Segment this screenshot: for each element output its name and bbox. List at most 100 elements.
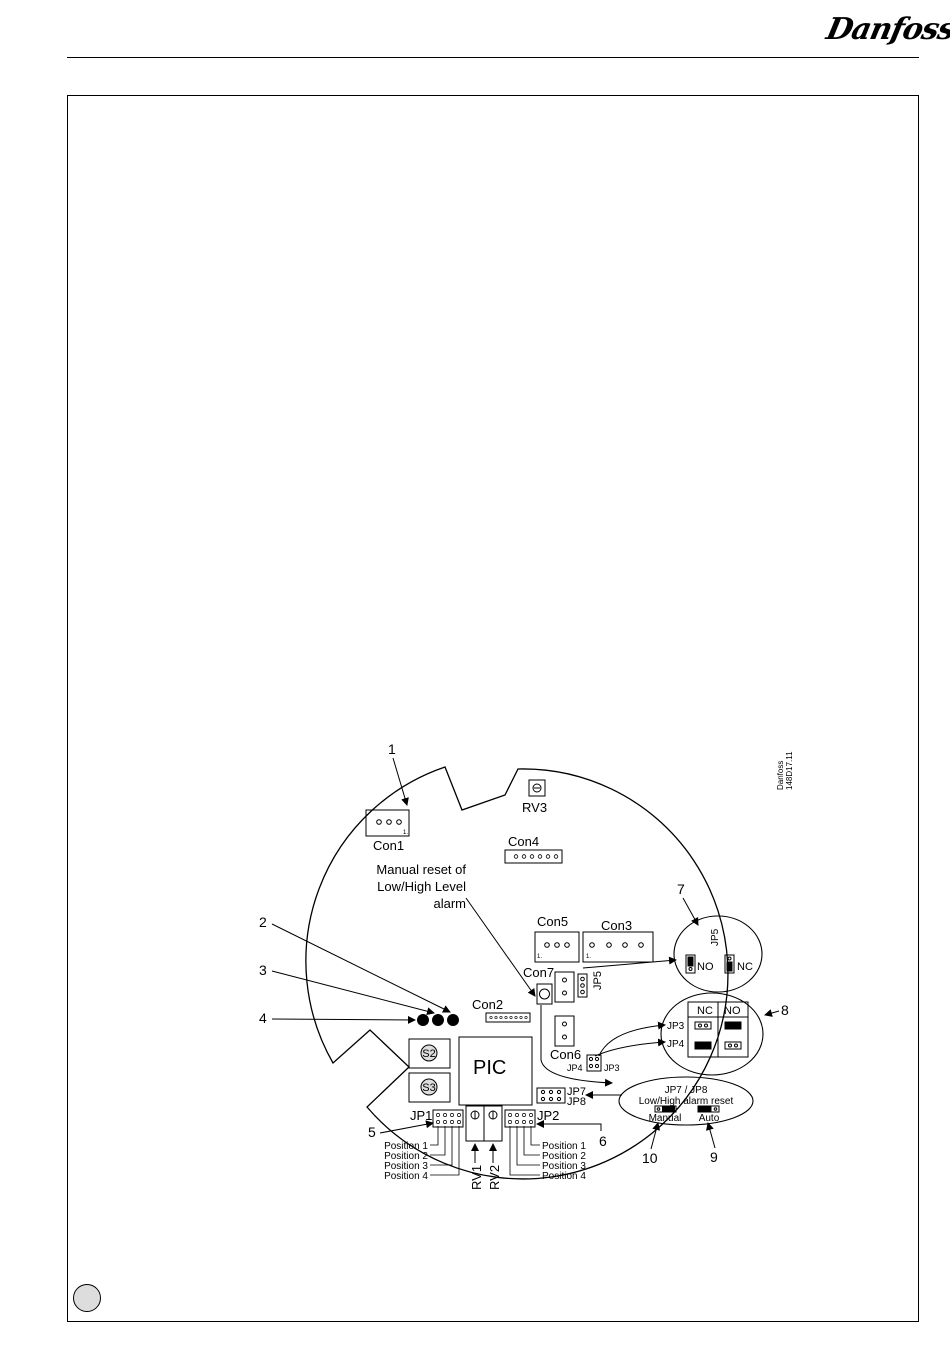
jp3-nc-jumper: [694, 1021, 712, 1030]
svg-text:alarm: alarm: [433, 896, 466, 911]
con7-switch: [536, 983, 553, 1005]
rv1-trimmer: [465, 1105, 485, 1142]
con1-connector: 1.: [365, 809, 410, 837]
jp4-jp3-jumpers: [586, 1054, 602, 1072]
con6-label: Con6: [550, 1047, 581, 1062]
svg-text:Manual reset of: Manual reset of: [376, 862, 466, 877]
s2-switch: S2: [408, 1038, 451, 1069]
con6-connector: [554, 1015, 575, 1047]
jp8-label: JP8: [567, 1096, 586, 1108]
rv2-label: RV2: [487, 1165, 502, 1190]
svg-text:Position 1: Position 1: [384, 1141, 428, 1152]
con5-connector: 1.: [534, 931, 580, 963]
jp4-no-jumper: [724, 1041, 742, 1050]
jp2-jumper: [504, 1109, 536, 1128]
svg-text:Position 2: Position 2: [384, 1151, 428, 1162]
svg-text:148D17.11: 148D17.11: [785, 751, 794, 790]
led-3: [432, 1014, 444, 1026]
callout-4: 4: [259, 1010, 267, 1026]
jp7-label: JP7: [567, 1086, 586, 1098]
jp34-detail-bubble: [660, 992, 764, 1076]
callout-9: 9: [710, 1149, 718, 1165]
jp3-label: JP3: [604, 1063, 620, 1073]
led-2: [447, 1014, 459, 1026]
rv3-label: RV3: [522, 800, 547, 815]
jp78-manual-jumper: [654, 1105, 677, 1113]
jp78-manual-label: Manual: [649, 1113, 682, 1124]
rv3-trimmer: [528, 779, 546, 797]
svg-text:Position 4: Position 4: [542, 1171, 586, 1182]
svg-text:Position 3: Position 3: [542, 1161, 586, 1172]
svg-text:S2: S2: [422, 1048, 435, 1060]
jp3-no-jumper: [724, 1021, 742, 1030]
jp78-detail-subtitle: Low/High alarm reset: [639, 1096, 734, 1107]
svg-text:S3: S3: [422, 1082, 435, 1094]
callout-7: 7: [677, 881, 685, 897]
callout-3: 3: [259, 962, 267, 978]
con1-label: Con1: [373, 838, 404, 853]
con7-connector: [554, 971, 575, 1003]
svg-text:Position 1: Position 1: [542, 1141, 586, 1152]
jp5-jumper: [577, 973, 588, 998]
pic-label: PIC: [473, 1057, 506, 1079]
jp1-position-leaders: [430, 1126, 460, 1176]
svg-text:Low/High Level: Low/High Level: [377, 879, 466, 894]
svg-text:Position 4: Position 4: [384, 1171, 428, 1182]
con4-label: Con4: [508, 834, 539, 849]
jp5-nc-label: NC: [737, 961, 753, 973]
jp78-auto-jumper: [697, 1105, 720, 1113]
jp78-detail-bubble: [618, 1076, 754, 1126]
con3-connector: 1.: [582, 931, 654, 963]
jp5-nc-jumper: [724, 954, 735, 974]
jp2-position-labels: Position 1 Position 2 Position 3 Positio…: [542, 1141, 586, 1182]
svg-text:Position 3: Position 3: [384, 1161, 428, 1172]
con2-connector: [485, 1012, 531, 1023]
jp5-label: JP5: [592, 971, 604, 990]
svg-text:Danfoss: Danfoss: [776, 761, 785, 790]
callout-1: 1: [388, 741, 396, 757]
board-outline: [305, 766, 729, 1180]
con3-label: Con3: [601, 918, 632, 933]
jp5-detail-bubble: [673, 915, 763, 993]
con2-label: Con2: [472, 997, 503, 1012]
jp1-jumper: [432, 1109, 464, 1128]
callout-6: 6: [599, 1133, 607, 1149]
jp4-label: JP4: [567, 1063, 583, 1073]
jp34-detail-jp3-label: JP3: [667, 1021, 685, 1032]
content-frame: [67, 95, 919, 1322]
con7-label: Con7: [523, 965, 554, 980]
jp7-jp8-jumpers: [536, 1087, 566, 1104]
page-marker-circle: [73, 1284, 101, 1312]
jp78-auto-label: Auto: [699, 1113, 720, 1124]
svg-text:1.: 1.: [537, 954, 542, 960]
jp78-detail-title: JP7 / JP8: [665, 1085, 708, 1096]
jp4-nc-jumper: [694, 1041, 712, 1050]
document-code: Danfoss 148D17.11: [776, 751, 794, 790]
callout-8: 8: [781, 1002, 789, 1018]
svg-text:Position 2: Position 2: [542, 1151, 586, 1162]
jp5-no-jumper: [685, 954, 696, 974]
manual-reset-label: Manual reset of Low/High Level alarm: [376, 862, 466, 911]
rv2-trimmer: [483, 1105, 503, 1142]
jp5-detail-title: JP5: [710, 928, 721, 946]
jp2-label: JP2: [537, 1108, 559, 1123]
con5-label: Con5: [537, 914, 568, 929]
callout-10: 10: [642, 1150, 658, 1166]
jp34-nc-header: NC: [697, 1005, 713, 1017]
svg-text:1.: 1.: [403, 830, 408, 836]
jp1-position-labels: Position 1 Position 2 Position 3 Positio…: [384, 1141, 428, 1182]
pic-chip: [458, 1036, 533, 1106]
header-rule: [67, 57, 919, 58]
svg-text:1.: 1.: [586, 954, 591, 960]
jp1-label: JP1: [410, 1108, 432, 1123]
callout-5: 5: [368, 1124, 376, 1140]
led-4: [417, 1014, 429, 1026]
jp5-no-label: NO: [697, 961, 714, 973]
s3-switch: S3: [408, 1072, 451, 1103]
con4-connector: [504, 849, 563, 864]
jp34-grid: [687, 1001, 749, 1058]
jp34-detail-jp4-label: JP4: [667, 1039, 685, 1050]
rv1-label: RV1: [469, 1165, 484, 1190]
jp34-no-header: NO: [724, 1005, 741, 1017]
